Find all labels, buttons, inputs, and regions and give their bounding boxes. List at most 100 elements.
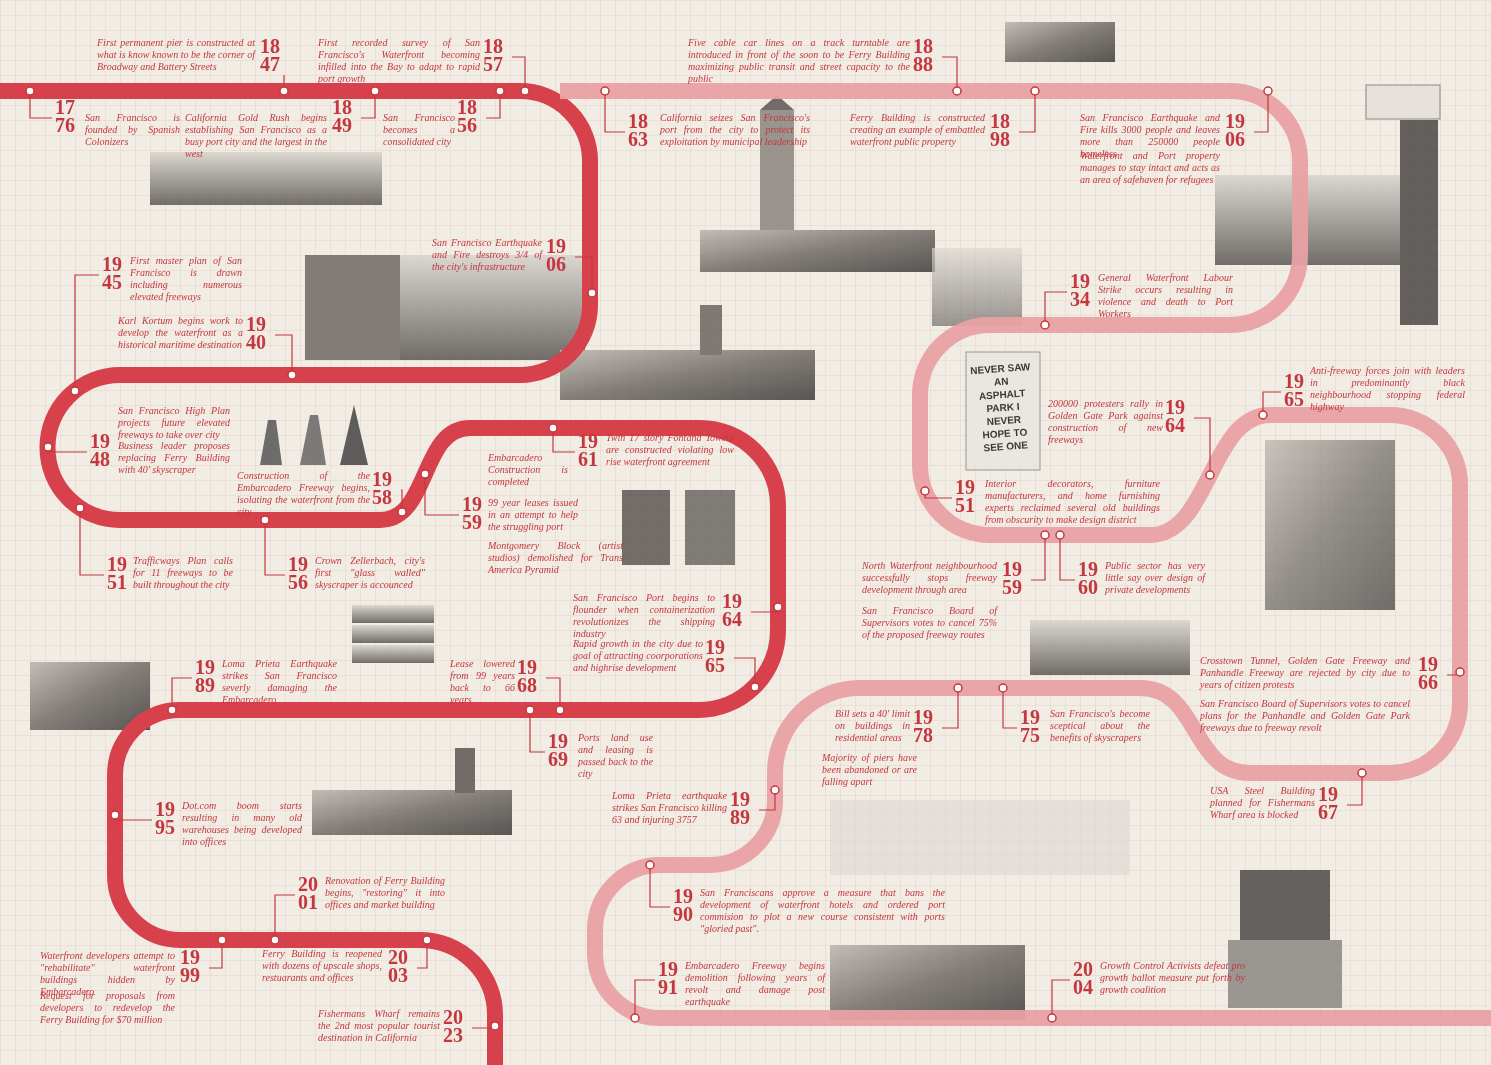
leader-line — [734, 658, 755, 687]
timeline-dot — [1259, 411, 1267, 419]
timeline-dot — [1056, 531, 1064, 539]
timeline-track — [0, 91, 778, 1065]
leader-line — [1194, 418, 1210, 475]
year-label: 19 34 — [1070, 272, 1096, 308]
leader-line — [605, 91, 625, 132]
leader-line — [1031, 535, 1045, 580]
year-label: 18 47 — [260, 37, 286, 73]
year-label: 19 78 — [913, 708, 939, 744]
leader-line — [1045, 292, 1067, 325]
year-label: 19 06 — [546, 237, 572, 273]
timeline-dot — [953, 87, 961, 95]
event-text: Fishermans Wharf remains the 2nd most po… — [318, 1008, 440, 1044]
timeline-dot — [1264, 87, 1272, 95]
event-text: Rapid growth in the city due to goal of … — [573, 638, 703, 674]
timeline-dot — [1358, 769, 1366, 777]
year-label: 19 90 — [673, 887, 699, 923]
timeline-dot — [521, 87, 529, 95]
year-label: 19 58 — [372, 470, 398, 506]
timeline-dot — [751, 683, 759, 691]
leader-line — [1254, 91, 1268, 132]
event-text: California seizes San Francisco's port f… — [660, 112, 810, 148]
leader-line — [650, 865, 670, 907]
photo-placeholder — [1215, 175, 1410, 265]
leader-line — [546, 678, 560, 710]
year-label: 18 56 — [457, 98, 483, 134]
leader-line — [425, 474, 459, 515]
timeline-dot — [76, 504, 84, 512]
event-text: Ports land use and leasing is passed bac… — [578, 732, 653, 780]
pyramid-shape — [300, 415, 326, 465]
event-text: Bill sets a 40' limit on buildings in re… — [835, 708, 910, 744]
tower-shape — [700, 305, 722, 355]
event-text: Ferry Building is reopened with dozens o… — [262, 948, 382, 984]
year-label: 19 51 — [107, 555, 133, 591]
event-text: Loma Prieta Earthquake strikes San Franc… — [222, 658, 337, 706]
photo-placeholder — [30, 662, 150, 730]
year-label: 18 57 — [483, 37, 509, 73]
event-text: Majority of piers have been abandoned or… — [822, 752, 917, 788]
photo-placeholder — [700, 230, 935, 272]
event-text: Crown Zellerbach, city's first "glass wa… — [315, 555, 425, 591]
year-label: 20 03 — [388, 948, 414, 984]
event-text: San Francisco Board of Supervisors votes… — [1200, 698, 1410, 734]
timeline-dot — [588, 289, 596, 297]
event-text: Lease lowered from 99 years back to 66 y… — [450, 658, 515, 706]
timeline-dot — [921, 487, 929, 495]
year-label: 19 66 — [1418, 655, 1444, 691]
timeline-dot — [261, 516, 269, 524]
event-text: General Waterfront Labour Strike occurs … — [1098, 272, 1233, 320]
leader-line — [1003, 688, 1017, 728]
timeline-dot — [1041, 531, 1049, 539]
event-text: San Francisco is founded by Spanish Colo… — [85, 112, 180, 148]
event-text: Construction of the Embarcadero Freeway … — [237, 470, 370, 518]
year-label: 17 76 — [55, 98, 81, 134]
timeline-dot — [168, 706, 176, 714]
event-text: San Francisco High Plan projects future … — [118, 405, 230, 441]
timeline-dot — [218, 936, 226, 944]
statue-shape — [1228, 940, 1342, 1008]
event-text: Embarcadero Construction is completed — [488, 452, 568, 488]
event-text: Public sector has very little say over d… — [1105, 560, 1205, 596]
leader-line — [30, 91, 52, 118]
event-text: First permanent pier is constructed at w… — [97, 37, 255, 73]
photo-placeholder — [932, 248, 1022, 326]
timeline-dot — [398, 508, 406, 516]
photo-placeholder — [685, 490, 735, 565]
event-text: Growth Control Activists defeat pro grow… — [1100, 960, 1245, 996]
event-text: San Francisco Board of Supervisors votes… — [862, 605, 997, 641]
leader-line — [172, 678, 192, 710]
photo-placeholder — [312, 790, 512, 835]
event-text: Ferry Building is constructed creating a… — [850, 112, 985, 148]
event-text: San Franciscans approve a measure that b… — [700, 887, 945, 935]
year-label: 19 65 — [705, 638, 731, 674]
year-label: 19 59 — [462, 495, 488, 531]
timeline-dot — [1206, 471, 1214, 479]
leader-line — [1019, 91, 1035, 132]
year-label: 19 67 — [1318, 785, 1344, 821]
leader-line — [48, 447, 87, 452]
pyramid-shape — [340, 405, 368, 465]
event-text: California Gold Rush begins establishing… — [185, 112, 327, 160]
year-label: 19 99 — [180, 948, 206, 984]
event-text: First master plan of San Francisco is dr… — [130, 255, 242, 303]
event-text: Montgomery Block (artist studios) demoli… — [488, 540, 623, 576]
timeline-dot — [549, 424, 557, 432]
statue-shape — [1240, 870, 1330, 940]
year-label: 19 48 — [90, 432, 116, 468]
event-text: Anti-freeway forces join with leaders in… — [1310, 365, 1465, 413]
event-text: Interior decorators, furniture manufactu… — [985, 478, 1160, 526]
event-text: Dot.com boom starts resulting in many ol… — [182, 800, 302, 848]
sign-text: NEVER SAW AN ASPHALT PARK I NEVER HOPE T… — [969, 360, 1037, 455]
timeline-dot — [646, 861, 654, 869]
leader-line — [1060, 535, 1075, 580]
photo-placeholder — [150, 152, 382, 205]
pyramid-shape — [260, 420, 282, 465]
event-text: Business leader proposes replacing Ferry… — [118, 440, 230, 476]
photo-placeholder — [305, 255, 400, 360]
leader-line — [942, 688, 958, 728]
year-label: 18 49 — [332, 98, 358, 134]
event-text: First recorded survey of San Francisco's… — [318, 37, 480, 85]
